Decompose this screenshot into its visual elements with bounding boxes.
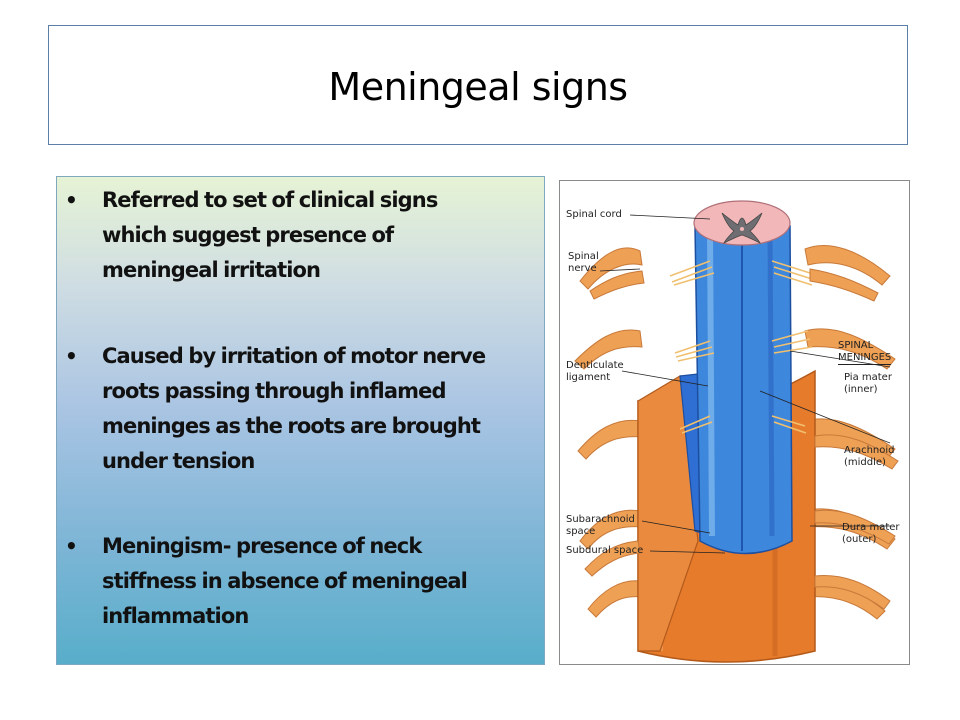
bullet-line: roots passing through inflamed (102, 379, 446, 403)
bullet-panel: • Referred to set of clinical signs whic… (56, 176, 545, 665)
bullet-line: inflammation (102, 604, 249, 628)
bullet-text-3: Meningism- presence of neck stiffness in… (102, 529, 542, 634)
bullet-line: which suggest presence of (102, 223, 394, 247)
spinal-meninges-drawing (574, 200, 899, 663)
label-subdural-space: Subdural space (566, 545, 644, 556)
central-canal (740, 227, 744, 231)
bullet-line: under tension (102, 449, 255, 473)
label-denticulate-2: ligament (566, 372, 611, 383)
bullet-text-1: Referred to set of clinical signs which … (102, 183, 542, 288)
label-spinal-cord: Spinal cord (566, 209, 622, 220)
label-pia-mater-2: (inner) (844, 384, 878, 395)
title-box: Meningeal signs (48, 25, 908, 145)
spinal-cord-body (694, 225, 793, 555)
label-subarachnoid-1: Subarachnoid (566, 514, 635, 525)
slide-title: Meningeal signs (328, 65, 628, 109)
bullet-dot: • (65, 188, 78, 212)
bullet-line: Meningism- presence of neck (102, 534, 422, 558)
bullet-line: meningeal irritation (102, 258, 321, 282)
bullet-text-2: Caused by irritation of motor nerve root… (102, 339, 542, 479)
label-dura-mater-2: (outer) (842, 534, 877, 545)
bullet-line: meninges as the roots are brought (102, 414, 481, 438)
label-spinal-nerve-2: nerve (568, 263, 597, 274)
spinal-meninges-illustration: Spinal cord Spinal nerve Denticulate lig… (559, 180, 910, 665)
label-spinal-meninges-2: MENINGES (838, 352, 892, 365)
label-dura-mater-1: Dura mater (842, 522, 900, 533)
label-denticulate-1: Denticulate (566, 360, 624, 371)
label-subarachnoid-2: space (566, 526, 596, 537)
cord-shade (767, 230, 775, 537)
nerve-rootlets (669, 260, 813, 434)
label-arachnoid-2: (middle) (844, 457, 886, 468)
bullet-line: Caused by irritation of motor nerve (102, 344, 486, 368)
label-spinal-meninges-1: SPINAL (838, 340, 874, 351)
cord-highlight (707, 230, 715, 537)
bullet-line: stiffness in absence of meningeal (102, 569, 468, 593)
label-pia-mater-1: Pia mater (844, 372, 892, 383)
label-arachnoid-1: Arachnoid (844, 445, 895, 456)
bullet-dot: • (65, 344, 78, 368)
bullet-dot: • (65, 534, 78, 558)
spinal-nerves-front (584, 268, 899, 610)
bullet-line: Referred to set of clinical signs (102, 188, 438, 212)
label-spinal-nerve-1: Spinal (568, 251, 599, 262)
